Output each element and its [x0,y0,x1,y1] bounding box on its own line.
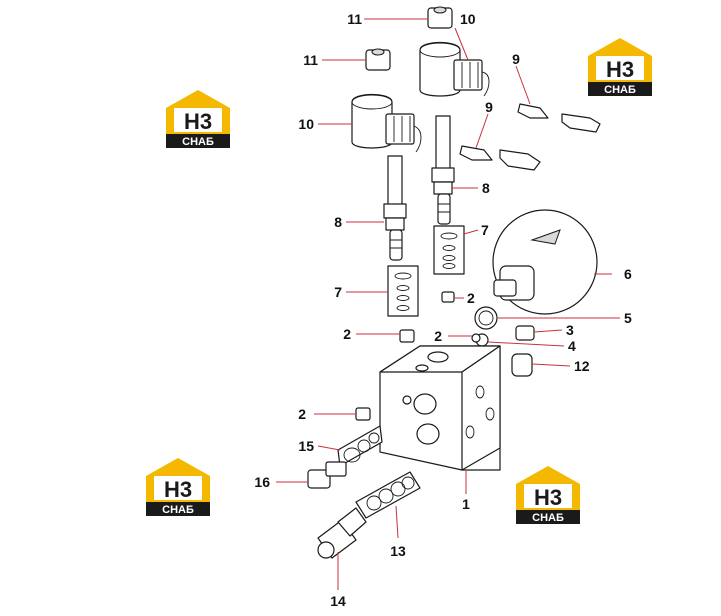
part-9-connector-mid [459,145,541,171]
part-3-fitting [515,325,535,341]
part-11-nut-top [427,6,453,29]
logo-caption: СНАБ [182,136,214,148]
logo-letters: H3 [164,477,192,502]
callout-15: 15 [298,438,314,454]
logo-caption: СНАБ [162,504,194,516]
part-1-valve-block [379,345,501,471]
callout-7-right: 7 [481,222,489,238]
callout-9-top: 9 [512,51,520,67]
callout-2-c: 2 [434,328,442,344]
part-16-bolt [307,461,347,489]
part-7-seal-kit-left [387,265,419,317]
part-5-o-ring [474,306,498,330]
logo-bottom-right: H3 СНАБ [516,466,580,524]
callout-10-top: 10 [460,11,476,27]
callout-11-top: 11 [347,11,362,27]
callout-2-d: 2 [298,406,306,422]
logo-caption: СНАБ [532,512,564,524]
callout-2-a: 2 [467,290,475,306]
part-7-seal-kit-right [433,225,465,275]
callout-1: 1 [462,496,470,512]
logo-top-left: H3 СНАБ [166,90,230,148]
part-6-disc-valve [492,209,598,315]
callout-14: 14 [330,593,346,609]
logo-letters: H3 [184,109,212,134]
callout-7-left: 7 [334,284,342,300]
callout-2-b: 2 [343,326,351,342]
callout-10-left: 10 [298,116,314,132]
part-8-stem-left [383,155,407,261]
callout-3: 3 [566,322,574,338]
part-11-nut-left [365,48,391,71]
part-2-plug-c [355,407,371,421]
callout-6: 6 [624,266,632,282]
callout-labels: 11 10 11 10 9 9 8 8 7 7 2 6 5 2 2 3 4 12… [254,11,632,609]
logo-top-right: H3 СНАБ [588,38,652,96]
callout-12: 12 [574,358,590,374]
part-2-plug-b [399,329,415,343]
logo-letters: H3 [606,57,634,82]
part-15-seal-set [337,425,383,467]
part-12-cap [511,353,533,377]
callout-11-left: 11 [303,52,318,68]
logo-caption: СНАБ [604,84,636,96]
callout-8-right: 8 [482,180,490,196]
part-10-coil-left [351,93,422,153]
callout-9-mid: 9 [485,99,493,115]
part-8-stem-right [431,115,455,225]
leader-lines [276,18,620,590]
part-2-plug-a [441,291,455,303]
logo-letters: H3 [534,485,562,510]
callout-5: 5 [624,310,632,326]
callout-8-left: 8 [334,214,342,230]
logo-bottom-left: H3 СНАБ [146,458,210,516]
part-14-cartridge [317,507,367,559]
part-4-washer [471,333,489,347]
part-13-seal-kit [355,471,421,519]
part-9-connector-top [517,103,601,133]
callout-13: 13 [390,543,406,559]
part-10-coil-right [419,41,490,97]
callout-16: 16 [254,474,270,490]
callout-4: 4 [568,338,576,354]
